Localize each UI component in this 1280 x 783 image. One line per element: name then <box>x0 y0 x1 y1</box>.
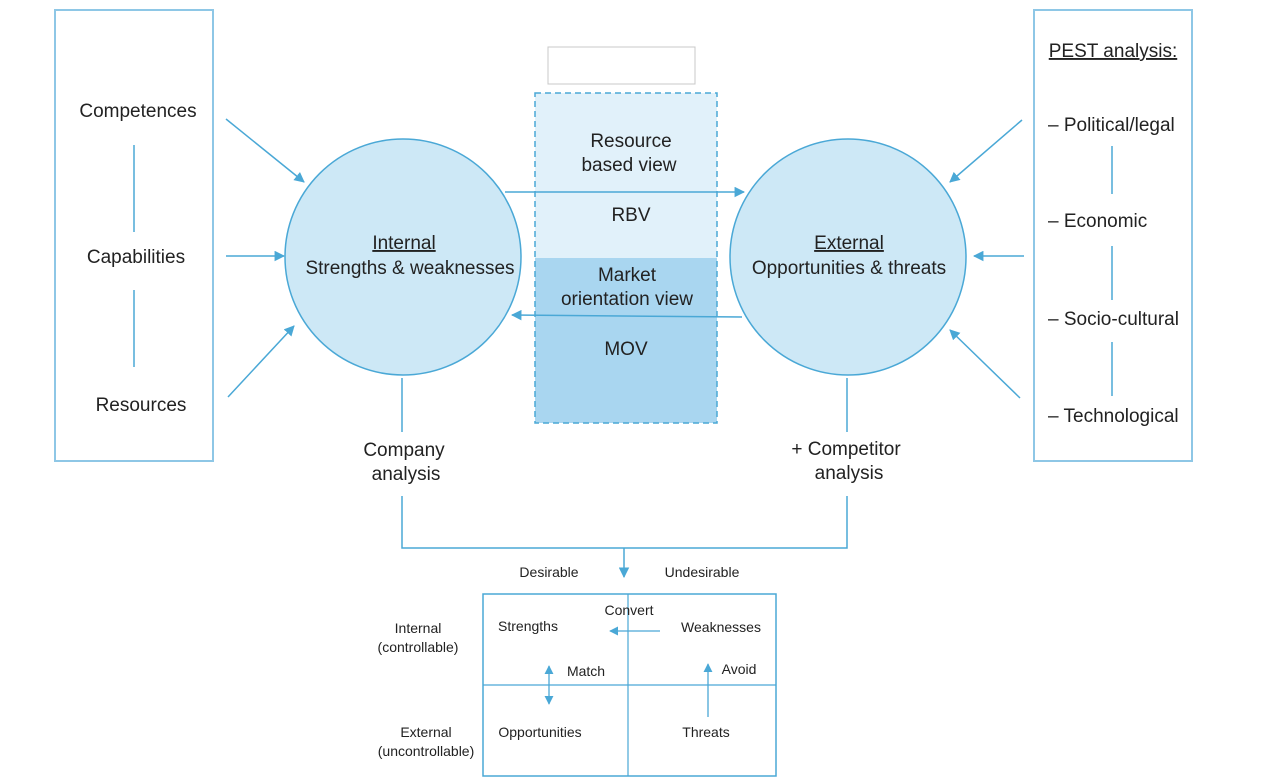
arrow-competences-to-internal <box>225 118 305 183</box>
arrow-mov-external-to-internal <box>510 309 743 321</box>
pest-title: PEST analysis: <box>1049 41 1177 62</box>
swot-match-label: Match <box>567 663 605 679</box>
swot-weaknesses: Weaknesses <box>681 619 761 635</box>
internal-subheading: Strengths & weaknesses <box>305 258 514 279</box>
internal-circle: Internal Strengths & weaknesses <box>284 138 522 376</box>
competences-label: Competences <box>79 101 196 122</box>
row-external-line1: External <box>400 724 451 740</box>
company-analysis-line1: Company <box>363 440 445 461</box>
competitor-analysis-line2: analysis <box>815 463 884 484</box>
external-circle-shape <box>729 138 967 376</box>
internal-circle-shape <box>284 138 522 376</box>
blank-label-box <box>547 46 696 85</box>
rbv-abbr: RBV <box>611 205 650 226</box>
row-external-line2: (uncontrollable) <box>378 743 475 759</box>
swot-convert-label: Convert <box>604 602 653 618</box>
swot-matrix: Desirable Undesirable Internal (controll… <box>378 564 777 777</box>
left-panel-frame <box>54 9 214 462</box>
external-heading: External <box>814 233 884 254</box>
right-panel: PEST analysis: – Political/legal – Econo… <box>1033 9 1193 462</box>
row-internal-line2: (controllable) <box>378 639 459 655</box>
rbv-title-line1: Resource <box>590 131 671 152</box>
internal-heading: Internal <box>372 233 435 254</box>
center-column-frame <box>534 92 718 424</box>
col-undesirable: Undesirable <box>665 564 740 580</box>
rbv-block <box>535 93 717 258</box>
pest-socio-cultural: – Socio-cultural <box>1048 309 1179 330</box>
mov-title-line2: orientation view <box>561 289 693 310</box>
competitor-analysis-line1: + Competitor <box>791 439 901 460</box>
arrow-political-to-external <box>949 119 1023 183</box>
external-subheading: Opportunities & threats <box>752 258 946 279</box>
left-panel: Competences Capabilities Resources <box>54 9 214 462</box>
swot-strengths: Strengths <box>498 618 558 634</box>
swot-avoid-label: Avoid <box>722 661 757 677</box>
pest-economic: – Economic <box>1048 211 1147 232</box>
pest-technological: – Technological <box>1048 406 1179 427</box>
resources-label: Resources <box>96 395 187 416</box>
external-circle: External Opportunities & threats <box>729 138 967 376</box>
arrow-resources-to-internal <box>227 325 295 398</box>
col-desirable: Desirable <box>519 564 578 580</box>
mov-abbr: MOV <box>604 339 648 360</box>
capabilities-label: Capabilities <box>87 247 185 268</box>
rbv-title-line2: based view <box>581 155 676 176</box>
right-panel-frame <box>1033 9 1193 462</box>
arrow-technological-to-external <box>949 329 1021 399</box>
swot-opportunities: Opportunities <box>498 724 581 740</box>
mov-block <box>535 258 717 423</box>
center-column: Resource based view RBV Market orientati… <box>534 46 718 424</box>
bracket-connector <box>401 496 848 549</box>
row-internal-line1: Internal <box>395 620 442 636</box>
company-analysis-line2: analysis <box>372 464 441 485</box>
mov-title-line1: Market <box>598 265 657 286</box>
swot-threats: Threats <box>682 724 729 740</box>
pest-political: – Political/legal <box>1048 115 1175 136</box>
